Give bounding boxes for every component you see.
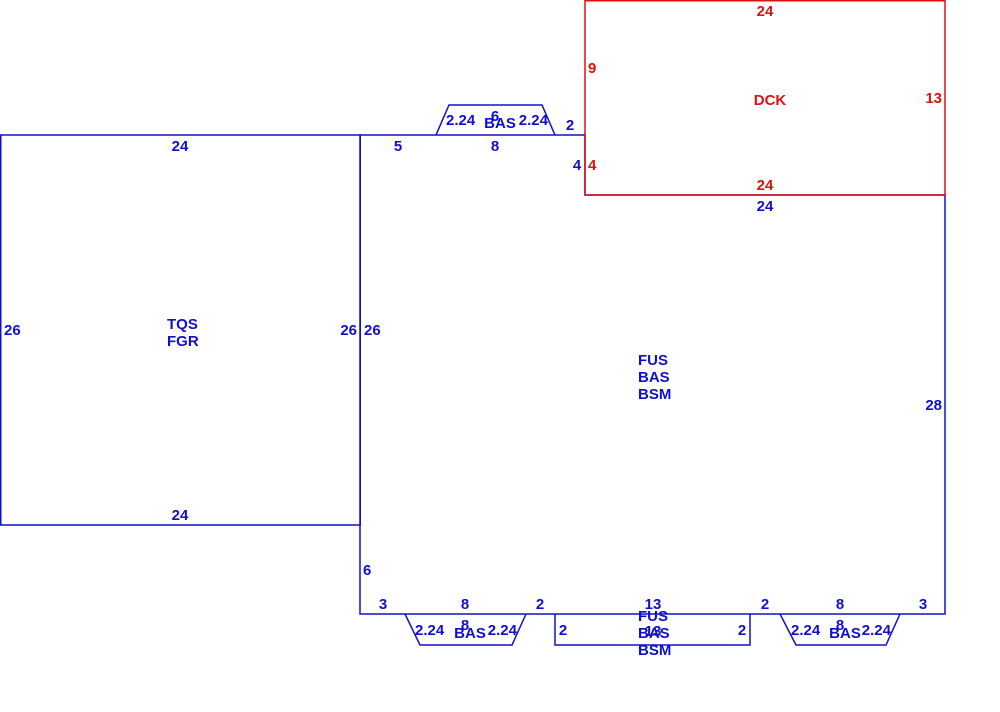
top-bay-code: BAS (484, 115, 516, 132)
bottom-left-bay-outline (404, 613, 527, 646)
house-notch-side-dim: 4 (573, 157, 582, 174)
deck-code: DCK (754, 92, 787, 109)
top-bay-outline (435, 104, 556, 136)
bottom-right-bay-left-dim: 2.24 (791, 622, 821, 639)
house-bottom-seg-6: 8 (836, 596, 844, 613)
house-top-left-dim: 5 (394, 138, 402, 155)
bottom-left-bay-left-dim: 2.24 (415, 622, 445, 639)
garage-bottom-dim: 24 (172, 507, 189, 524)
top-bay-right-dim: 2.24 (519, 112, 549, 129)
garage-code-1: TQS (167, 316, 198, 333)
deck-right-dim: 13 (925, 90, 942, 107)
bottom-bump-code-1: FUS (638, 608, 668, 625)
bottom-right-bay-code: BAS (829, 625, 861, 642)
house-top-bay-base-dim: 8 (491, 138, 499, 155)
bottom-right-bay-front-dim: 8 (836, 617, 844, 634)
house-code-2: BAS (638, 369, 670, 386)
bottom-left-bay-right-dim: 2.24 (488, 622, 518, 639)
house-bottom-seg-7: 3 (919, 596, 927, 613)
house-bottom-seg-3: 2 (536, 596, 544, 613)
house-code-3: BSM (638, 386, 671, 403)
house-left-dim: 26 (364, 322, 381, 339)
garage-top-dim: 24 (172, 138, 189, 155)
garage-right-dim: 26 (340, 322, 357, 339)
bottom-bump-code-2: BAS (638, 625, 670, 642)
house-bottom-seg-5: 2 (761, 596, 769, 613)
house-bottom-seg-1: 3 (379, 596, 387, 613)
bottom-right-bay-outline (779, 613, 901, 646)
house-under-deck-dim: 24 (757, 198, 774, 215)
deck-left-upper-dim: 9 (588, 60, 596, 77)
bottom-bump-right-dim: 2 (738, 622, 746, 639)
bottom-bump-front-dim: 13 (645, 623, 662, 640)
deck-bottom-dim: 24 (757, 177, 774, 194)
deck-left-lower-dim: 4 (588, 157, 597, 174)
house-top-right-step-dim: 2 (566, 117, 574, 134)
bottom-bump-left-dim: 2 (559, 622, 567, 639)
top-bay-left-dim: 2.24 (446, 112, 476, 129)
deck-top-dim: 24 (757, 3, 774, 20)
house-left-lower-dim: 6 (363, 562, 371, 579)
bottom-left-bay-front-dim: 8 (461, 617, 469, 634)
garage-left-dim: 26 (4, 322, 21, 339)
deck-outline (584, 0, 946, 196)
top-bay-front-dim: 6 (491, 108, 499, 125)
bottom-left-bay-code: BAS (454, 625, 486, 642)
house-bottom-seg-2: 8 (461, 596, 469, 613)
bottom-bump-outline (554, 614, 751, 646)
bottom-bump-code-3: BSM (638, 642, 671, 659)
house-right-dim: 28 (925, 397, 942, 414)
garage-code-2: FGR (167, 333, 199, 350)
house-bottom-seg-4: 13 (645, 596, 662, 613)
bottom-right-bay-right-dim: 2.24 (862, 622, 892, 639)
house-code-1: FUS (638, 352, 668, 369)
